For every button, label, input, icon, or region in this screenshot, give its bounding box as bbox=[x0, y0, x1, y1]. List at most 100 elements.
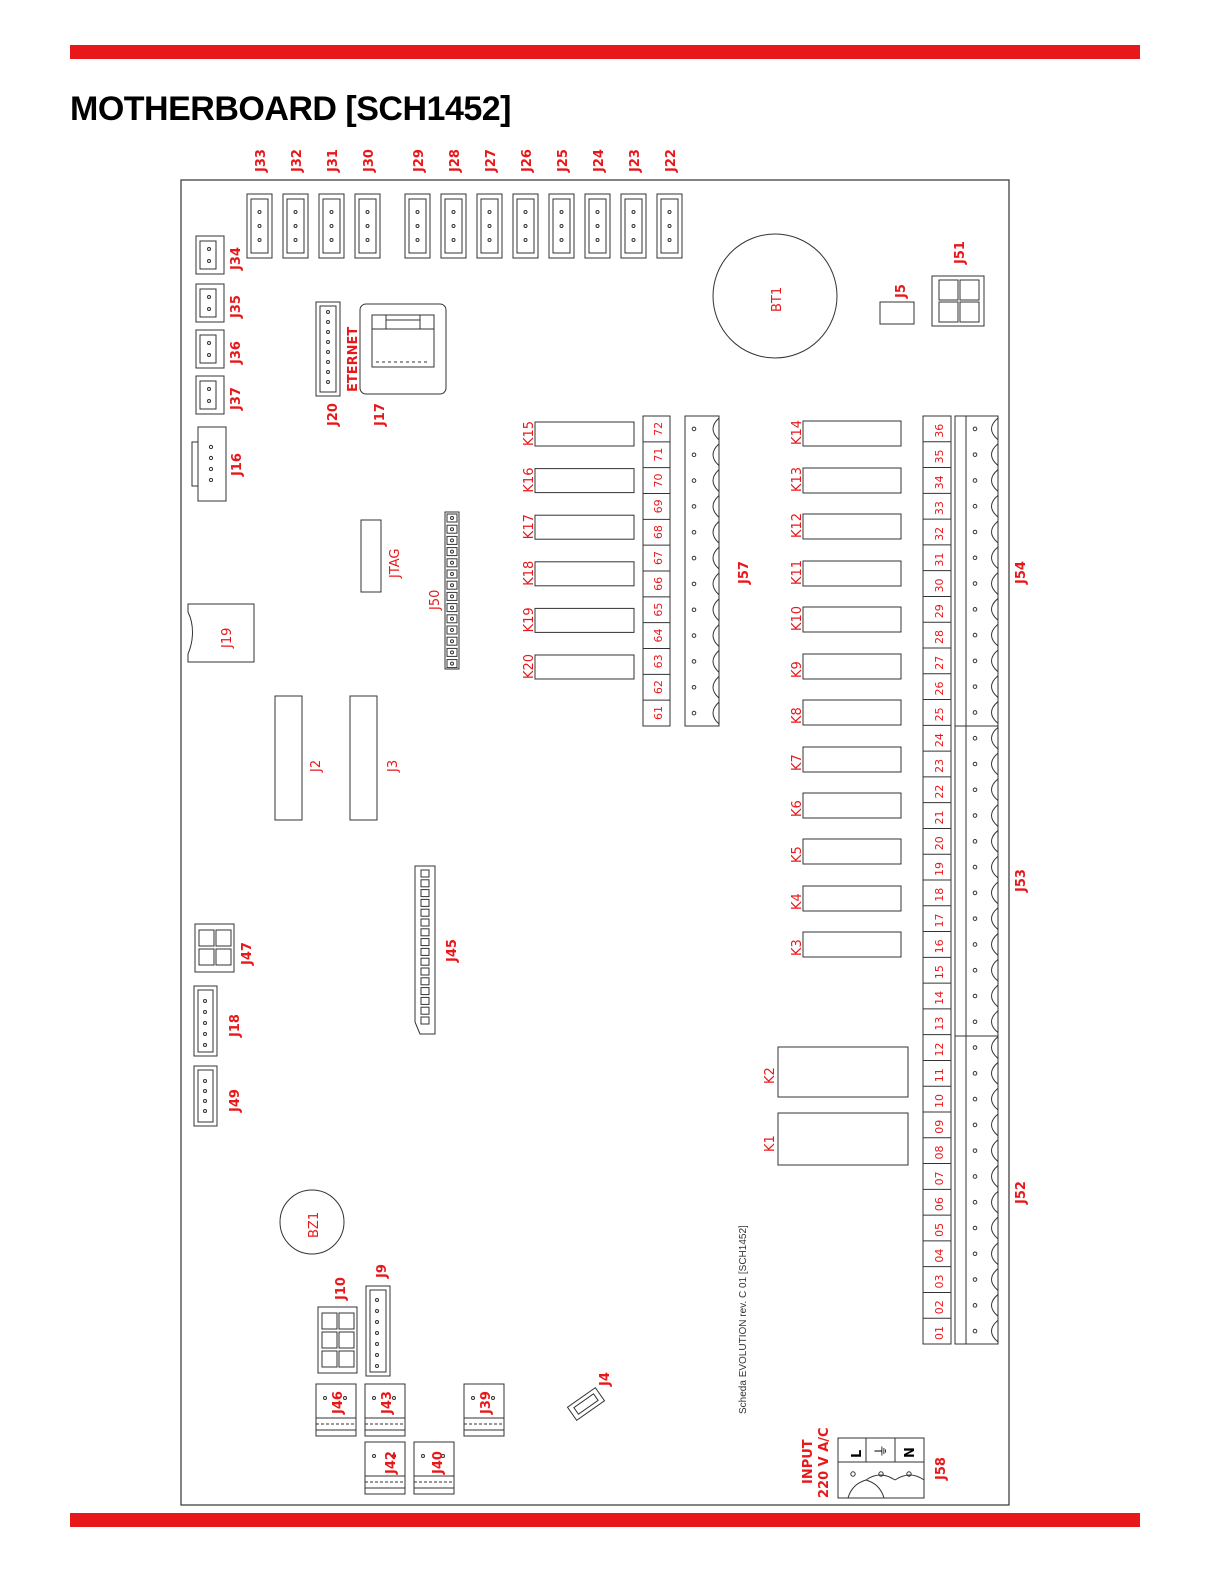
j49-connector: J49 bbox=[193, 1065, 243, 1127]
j58-power-input: L ⏚ N INPUT 220 V A/C J58 bbox=[801, 1427, 949, 1499]
terminal-number: 19 bbox=[933, 862, 946, 876]
relay-label: K4 bbox=[790, 893, 805, 910]
top-connector-j27: J27 bbox=[476, 149, 503, 259]
terminal-number: 22 bbox=[933, 785, 946, 799]
j9-label: J9 bbox=[375, 1264, 390, 1279]
terminal-number: 16 bbox=[933, 939, 946, 953]
input-label-line2: 220 V A/C bbox=[817, 1427, 832, 1498]
bt1-label: BT1 bbox=[770, 287, 785, 312]
relay-k9: K9 bbox=[790, 653, 902, 680]
relay-label: K20 bbox=[522, 654, 537, 679]
relay-label: K11 bbox=[790, 560, 805, 585]
terminal-number: 21 bbox=[933, 810, 946, 824]
input-label-line1: INPUT bbox=[801, 1439, 816, 1484]
relay-label: K15 bbox=[522, 421, 537, 446]
left-connector-label: J35 bbox=[229, 295, 244, 319]
terminal-number: 69 bbox=[652, 499, 665, 513]
j16-connector: J16 bbox=[191, 426, 245, 502]
top-connector-label: J33 bbox=[254, 149, 269, 173]
top-connector-label: J28 bbox=[448, 149, 463, 173]
terminal-number: 17 bbox=[933, 914, 946, 928]
j2-label: J2 bbox=[309, 760, 324, 773]
top-connector-j22: J22 bbox=[656, 149, 683, 259]
terminal-number: 13 bbox=[933, 1017, 946, 1031]
terminal-number: 01 bbox=[933, 1326, 946, 1340]
terminal-number: 65 bbox=[652, 603, 665, 617]
terminal-number: 66 bbox=[652, 577, 665, 591]
relay-label: K3 bbox=[790, 939, 805, 956]
j42-label: J42 bbox=[384, 1451, 399, 1475]
terminal-number: 71 bbox=[652, 448, 665, 462]
top-connector-label: J29 bbox=[412, 149, 427, 173]
j16-label: J16 bbox=[230, 453, 245, 477]
k1-label: K1 bbox=[763, 1135, 778, 1152]
top-connector-j29: J29 bbox=[404, 149, 431, 259]
terminal-number: 25 bbox=[933, 707, 946, 721]
j45-label: J45 bbox=[445, 939, 460, 963]
terminal-number: 07 bbox=[933, 1171, 946, 1185]
j51-connector: J51 bbox=[931, 241, 985, 327]
terminal-number: 09 bbox=[933, 1120, 946, 1134]
relay-k3: K3 bbox=[790, 931, 902, 958]
j52-label: J52 bbox=[1014, 1181, 1029, 1205]
j50-pin-header bbox=[444, 511, 460, 670]
j4-label: J4 bbox=[598, 1372, 613, 1387]
left-connector-j37: J37 bbox=[195, 375, 244, 415]
relay-label: K19 bbox=[522, 607, 537, 632]
relay-label: K8 bbox=[790, 707, 805, 724]
j53-label: J53 bbox=[1014, 869, 1029, 893]
j40-connector: J40 bbox=[413, 1441, 455, 1495]
board-revision-text: Scheda EVOLUTION rev. C 01 [SCH1452] bbox=[738, 1225, 749, 1414]
j20-label: J20 bbox=[326, 403, 341, 427]
top-connector-label: J30 bbox=[362, 149, 377, 173]
terminal-number: 11 bbox=[933, 1068, 946, 1082]
j20-connector: J20 ETERNET bbox=[315, 301, 361, 427]
terminal-number: 62 bbox=[652, 680, 665, 694]
top-connector-j26: J26 bbox=[512, 149, 539, 259]
top-connector-label: J31 bbox=[326, 149, 341, 173]
j51-label: J51 bbox=[953, 241, 968, 265]
terminal-number: 06 bbox=[933, 1197, 946, 1211]
j47-label: J47 bbox=[240, 942, 255, 966]
relay-k11: K11 bbox=[790, 560, 902, 587]
j58-n-label: N bbox=[903, 1447, 918, 1458]
terminal-number: 31 bbox=[933, 553, 946, 567]
j43-connector: J43 bbox=[364, 1383, 406, 1437]
j45-connector: J45 bbox=[414, 865, 460, 1035]
top-connector-j30: J30 bbox=[354, 149, 381, 259]
j39-label: J39 bbox=[479, 1391, 494, 1415]
jtag-label: JTAG bbox=[388, 548, 403, 579]
terminal-number: 27 bbox=[933, 656, 946, 670]
j39-connector: J39 bbox=[463, 1383, 505, 1437]
page-title: MOTHERBOARD [SCH1452] bbox=[70, 90, 512, 128]
terminal-number: 20 bbox=[933, 836, 946, 850]
j49-label: J49 bbox=[228, 1089, 243, 1113]
terminal-number: 15 bbox=[933, 965, 946, 979]
terminal-number: 68 bbox=[652, 525, 665, 539]
bz1-label: BZ1 bbox=[307, 1212, 322, 1238]
top-connector-j28: J28 bbox=[440, 149, 467, 259]
terminal-number: 35 bbox=[933, 450, 946, 464]
relay-k10: K10 bbox=[790, 606, 902, 633]
j40-label: J40 bbox=[431, 1451, 446, 1475]
terminal-strip-right: 3635343332313029282726252423222120191817… bbox=[922, 415, 999, 1345]
terminal-number: 61 bbox=[652, 706, 665, 720]
relay-k19: K19 bbox=[522, 607, 635, 633]
terminal-number: 10 bbox=[933, 1094, 946, 1108]
bt1-battery: BT1 bbox=[712, 233, 838, 359]
terminal-number: 14 bbox=[933, 991, 946, 1005]
bottom-red-bar bbox=[70, 1513, 1140, 1527]
terminal-number: 29 bbox=[933, 604, 946, 618]
terminal-number: 36 bbox=[933, 424, 946, 438]
left-connector-label: J34 bbox=[229, 247, 244, 271]
top-connector-j31: J31 bbox=[318, 149, 345, 259]
j18-connector: J18 bbox=[193, 985, 243, 1057]
board-outline bbox=[180, 179, 1010, 1506]
relay-label: K5 bbox=[790, 846, 805, 863]
left-connector-j35: J35 bbox=[195, 283, 244, 323]
k2-label: K2 bbox=[763, 1067, 778, 1084]
terminal-number: 32 bbox=[933, 527, 946, 541]
